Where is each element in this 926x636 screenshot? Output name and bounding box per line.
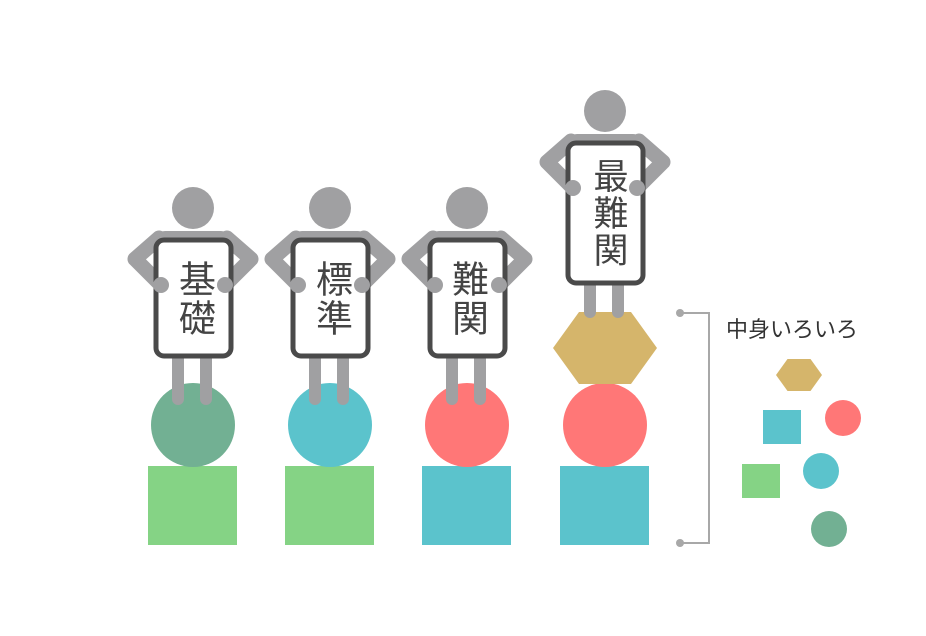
bracket-dot-top	[676, 309, 684, 317]
sign-label-hard: 難関	[445, 259, 489, 338]
person-head	[309, 187, 351, 229]
block-square	[560, 466, 649, 545]
person-arm-left	[539, 133, 579, 194]
person-hand-left	[565, 180, 581, 196]
person-arm-right	[631, 133, 671, 194]
ball-circle	[425, 383, 509, 467]
block-square	[148, 466, 237, 545]
person-leg-right	[337, 352, 349, 405]
legend-circle	[825, 400, 861, 436]
person-leg-left	[172, 352, 184, 405]
person-head	[172, 187, 214, 229]
person-arm-left	[264, 230, 304, 291]
ball-circle	[563, 383, 647, 467]
person-leg-right	[200, 352, 212, 405]
sign-board	[427, 237, 508, 359]
person-hand-right	[491, 277, 507, 293]
legend-square	[742, 464, 780, 498]
person-leg-right	[474, 352, 486, 405]
person-arm-right	[219, 230, 259, 291]
sign-board	[153, 237, 234, 359]
sign-label-standard: 標準	[309, 259, 353, 338]
person-hand-right	[629, 180, 645, 196]
person-arm-left	[127, 230, 167, 291]
person-arm-left	[401, 230, 441, 291]
sign-label-basic: 基礎	[172, 259, 216, 338]
hexagon-block	[553, 312, 657, 384]
person-hand-left	[427, 277, 443, 293]
person-hand-right	[217, 277, 233, 293]
bracket-dot-bottom	[676, 539, 684, 547]
person-leg-left	[446, 352, 458, 405]
person-hand-right	[354, 277, 370, 293]
person-leg-left	[309, 352, 321, 405]
person-hand-left	[153, 277, 169, 293]
sign-label-hardest: 最難関	[587, 157, 628, 269]
person-head	[446, 187, 488, 229]
person-arm-right	[356, 230, 396, 291]
block-square	[285, 466, 374, 545]
person-hand-left	[290, 277, 306, 293]
block-square	[422, 466, 511, 545]
bracket-line	[680, 312, 710, 544]
person-leg-right	[612, 279, 624, 318]
sign-board	[290, 237, 371, 359]
legend-title: 中身いろいろ	[726, 318, 859, 343]
legend-circle	[803, 453, 839, 489]
legend-square	[763, 410, 801, 444]
person-arm-right	[493, 230, 533, 291]
person-head	[584, 90, 626, 132]
ball-circle	[151, 383, 235, 467]
ball-circle	[288, 383, 372, 467]
person-leg-left	[584, 279, 596, 318]
legend-circle	[811, 511, 847, 547]
sign-board	[565, 140, 646, 286]
legend-hexagon	[776, 359, 822, 391]
